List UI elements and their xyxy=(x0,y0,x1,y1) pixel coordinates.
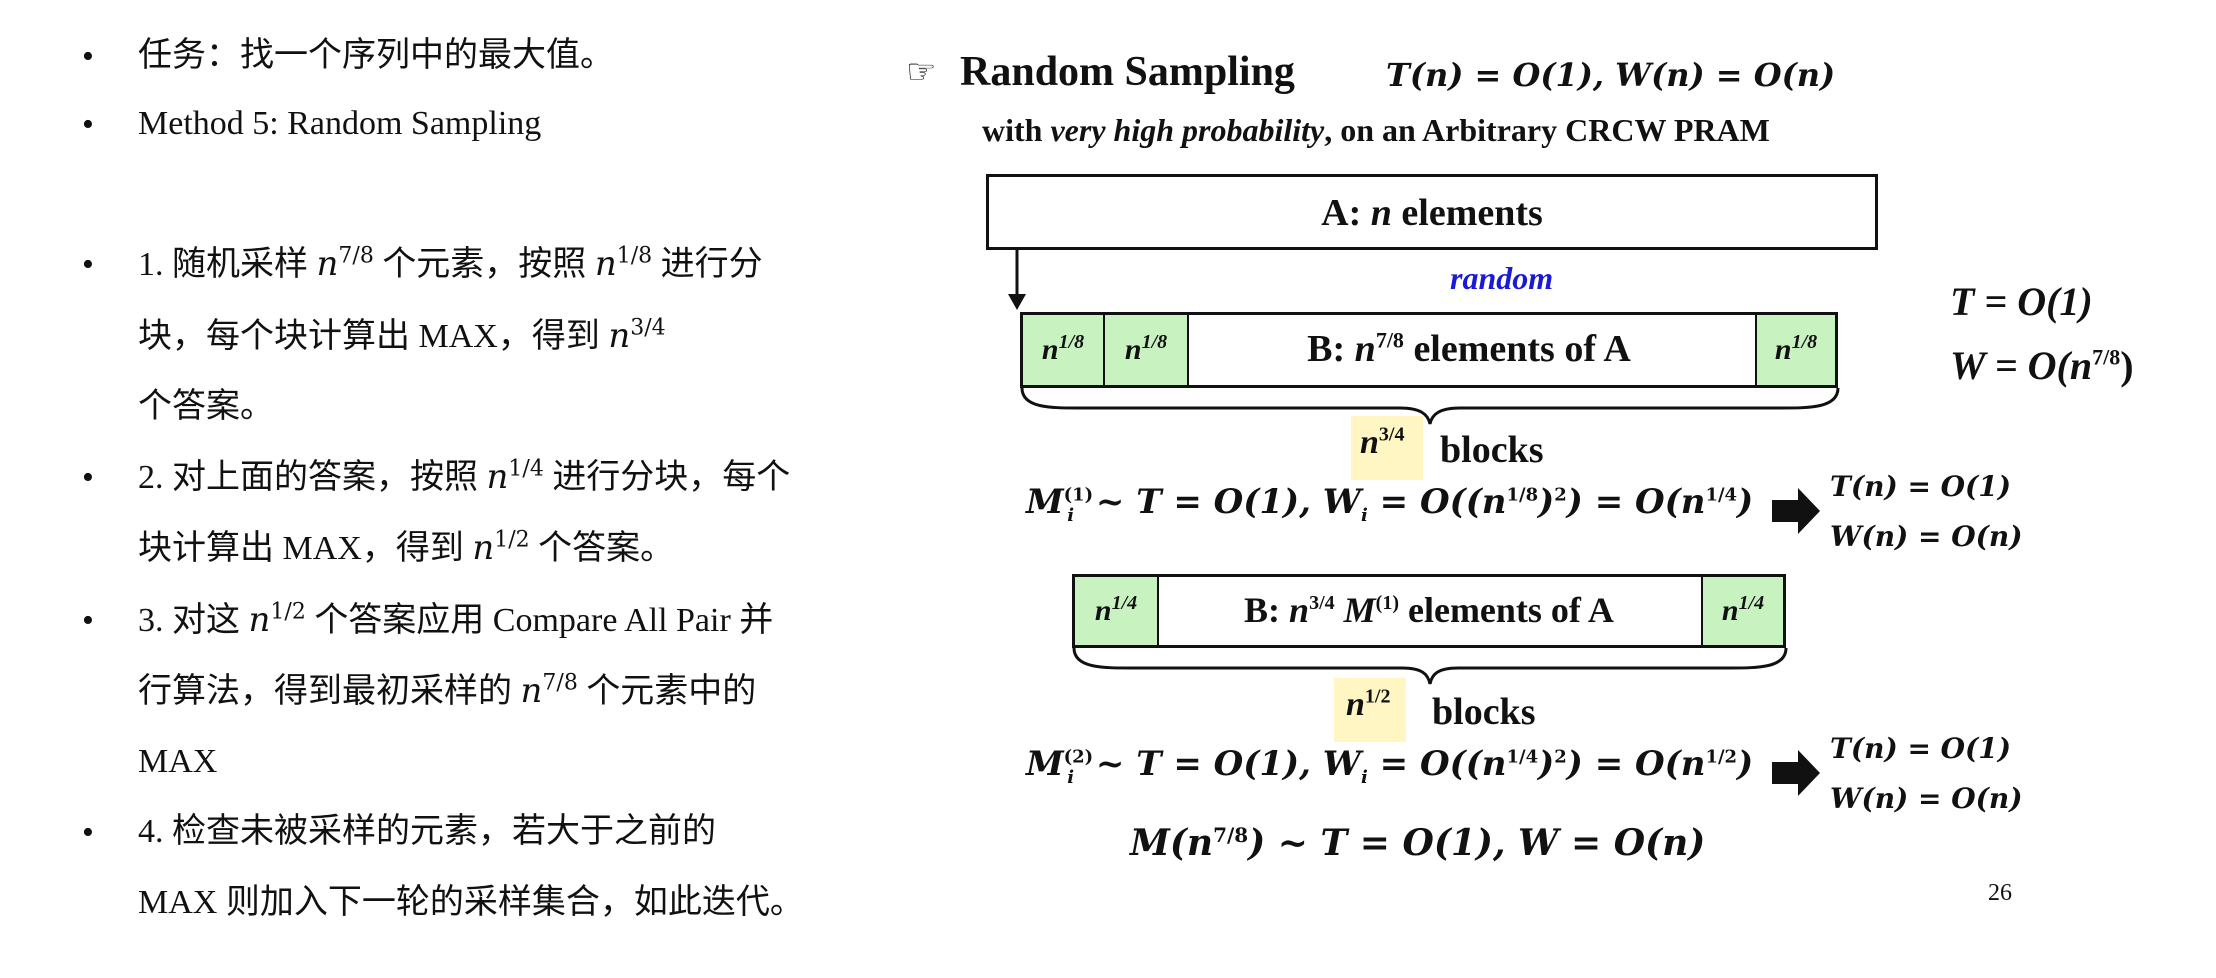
result2-w: W(n) = O(n) xyxy=(1830,782,2023,815)
equation-final: M(n7/8) ~ T = O(1), W = O(n) xyxy=(1130,822,1706,864)
highlight-n34 xyxy=(1351,416,1423,480)
blocks1-count: n3/4 xyxy=(1360,423,1405,461)
equation-level1: M(1)i ~ T = O(1), Wi = O((n1/8)2) = O(n1… xyxy=(1026,482,1754,526)
t-bound: T = O(1) xyxy=(1950,279,2093,324)
equation-level2: M(2)i ~ T = O(1), Wi = O((n1/4)2) = O(n1… xyxy=(1026,744,1754,788)
bullet-step4-line1: 4. 检查未被采样的元素，若大于之前的 xyxy=(138,813,716,850)
brace-b xyxy=(1020,387,1840,425)
right-column: ☞ Random Sampling T(n) = O(1), W(n) = O(… xyxy=(900,0,2216,978)
block-cell: n1/8 xyxy=(1023,315,1105,385)
box-b: n1/8 n1/8 B: n7/8 elements of A n1/8 xyxy=(1020,312,1838,388)
pointing-hand-icon: ☞ xyxy=(906,54,937,91)
box-c: n1/4 B: n3/4 M(1) elements of A n1/4 xyxy=(1072,574,1786,648)
blocks2-count: n1/2 xyxy=(1346,685,1391,723)
result1-t: T(n) = O(1) xyxy=(1830,470,2012,503)
box-a: A: n elements xyxy=(986,174,1878,250)
left-column: • 任务：找一个序列中的最大值。 • Method 5: Random Samp… xyxy=(0,0,900,978)
bullet-method: Method 5: Random Sampling xyxy=(138,105,542,142)
bullet-step1-line3: 个答案。 xyxy=(138,388,274,425)
right-arrow-icon xyxy=(1772,488,1820,534)
result1-w: W(n) = O(n) xyxy=(1830,520,2023,553)
subtitle: with very high probability, on an Arbitr… xyxy=(982,112,1770,148)
box-a-label: A: n elements xyxy=(1321,192,1543,234)
bullet-step2-line1: 2. 对上面的答案，按照 n1/4 进行分块，每个 xyxy=(138,456,791,497)
bullet-dot: • xyxy=(82,38,94,75)
down-arrow xyxy=(1008,250,1026,310)
blocks1-label: blocks xyxy=(1440,429,1544,471)
right-arrow-icon xyxy=(1772,750,1820,796)
result2-t: T(n) = O(1) xyxy=(1830,732,2012,765)
blocks2-label: blocks xyxy=(1432,691,1536,733)
random-label: random xyxy=(1450,260,1554,296)
bullet-step1-line2: 块，每个块计算出 MAX，得到 n3/4 xyxy=(138,315,666,356)
page-number: 26 xyxy=(1988,880,2012,906)
bullet-step3-line3: MAX xyxy=(138,743,218,780)
block-cell: n1/4 xyxy=(1701,577,1783,645)
box-b-label: B: n7/8 elements of A xyxy=(1307,327,1631,370)
block-cell: n1/4 xyxy=(1075,577,1159,645)
bullet-step3-line2: 行算法，得到最初采样的 n7/8 个元素中的 xyxy=(138,670,757,711)
box-c-label: B: n3/4 M(1) elements of A xyxy=(1244,590,1614,630)
bullet-task: 任务：找一个序列中的最大值。 xyxy=(138,37,614,74)
slide-title: Random Sampling xyxy=(960,49,1295,95)
bullet-step1-line1: 1. 随机采样 n7/8 个元素，按照 n1/8 进行分 xyxy=(138,243,763,284)
bullet-dot: • xyxy=(82,602,94,639)
brace-c xyxy=(1072,647,1788,685)
bullet-dot: • xyxy=(82,459,94,496)
title-bound: T(n) = O(1), W(n) = O(n) xyxy=(1386,56,1836,94)
w-bound: W = O(n7/8) xyxy=(1950,343,2134,388)
bullet-dot: • xyxy=(82,814,94,851)
bullet-step2-line2: 块计算出 MAX，得到 n1/2 个答案。 xyxy=(138,527,675,568)
bullet-step3-line1: 3. 对这 n1/2 个答案应用 Compare All Pair 并 xyxy=(138,599,774,640)
block-cell: n1/8 xyxy=(1755,315,1835,385)
bullet-dot: • xyxy=(82,246,94,283)
bullet-step4-line2: MAX 则加入下一轮的采样集合，如此迭代。 xyxy=(138,884,804,921)
highlight-n12 xyxy=(1334,678,1406,742)
block-cell: n1/8 xyxy=(1105,315,1189,385)
bullet-dot: • xyxy=(82,106,94,143)
